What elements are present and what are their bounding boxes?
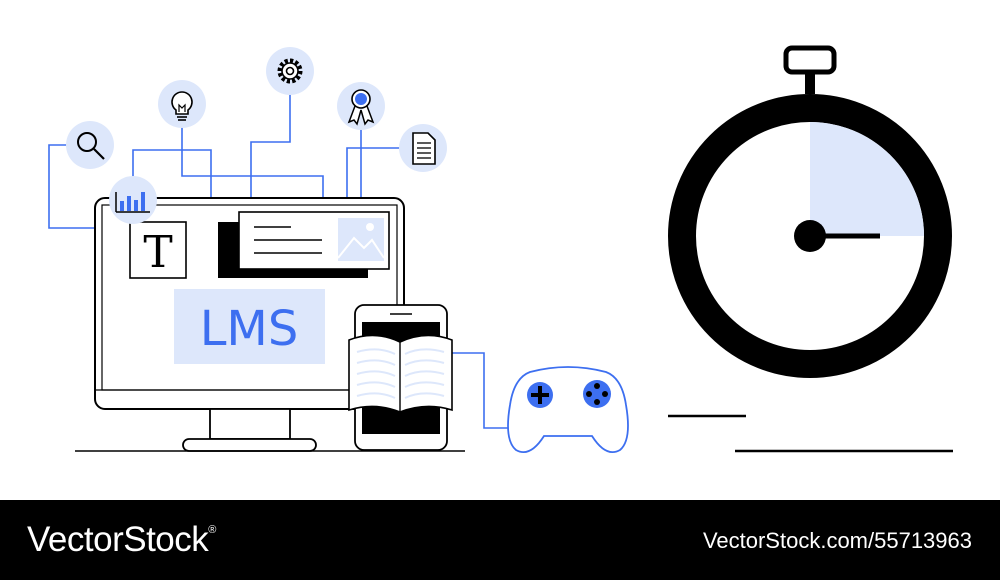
gear-icon [266,47,314,95]
award-ribbon-icon [337,82,385,130]
image-card [218,211,390,278]
brand-logo: VectorStock® [27,520,216,560]
image-icon [337,218,385,261]
lms-illustration: T LMS [48,45,953,454]
search-icon [66,121,114,169]
watermark-footer: VectorStock® VectorStock.com/55713963 [0,500,1000,580]
document-icon [399,124,447,172]
lms-label-text: LMS [200,301,299,357]
brand-name: VectorStock [27,520,209,559]
ground-lines [668,414,953,453]
lms-label: LMS [174,289,325,364]
text-tile-glyph: T [143,227,172,278]
bar-chart-icon [109,176,157,224]
image-reference: VectorStock.com/55713963 [702,528,972,553]
lightbulb-icon [158,80,206,128]
book-icon [348,334,453,413]
stopwatch-icon [668,45,952,378]
text-tile: T [129,221,187,279]
brand-mark: ® [208,524,216,536]
connector-lines [48,90,510,429]
gamepad-icon [507,366,629,454]
